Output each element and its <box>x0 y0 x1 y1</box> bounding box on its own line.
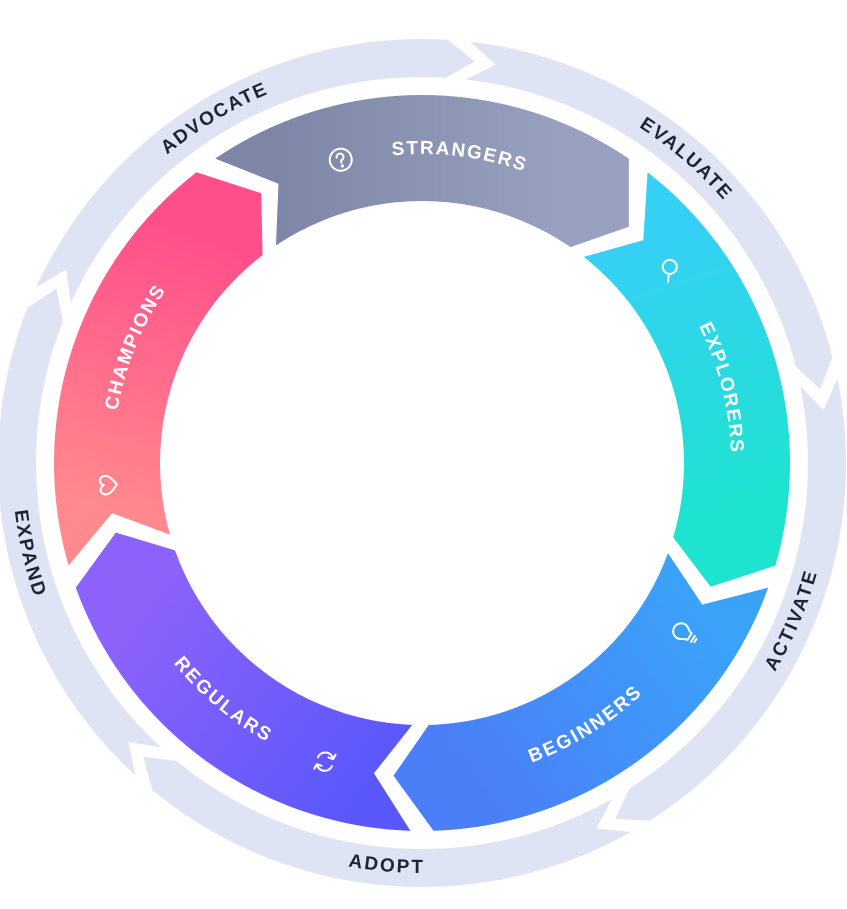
magnifier-icon <box>661 258 678 284</box>
inner-segment-beginners <box>393 551 769 831</box>
inner-segment-explorers <box>581 172 790 587</box>
inner-segment-regulars <box>75 532 414 831</box>
outer-ring <box>0 39 846 887</box>
outer-segment-advocate <box>36 39 475 303</box>
outer-segment-activate <box>615 378 846 821</box>
heart-icon <box>98 474 118 496</box>
question-circle-icon <box>328 147 353 172</box>
inner-segment-champions <box>54 172 263 566</box>
inner-ring <box>54 95 790 831</box>
center-circle <box>160 201 684 725</box>
inner-segment-strangers <box>215 95 629 248</box>
outer-segment-adopt <box>143 756 631 887</box>
refresh-icon <box>313 751 337 772</box>
lightbulb-icon <box>672 622 698 644</box>
outer-segment-expand <box>0 288 162 776</box>
outer-segment-evaluate <box>465 41 833 390</box>
